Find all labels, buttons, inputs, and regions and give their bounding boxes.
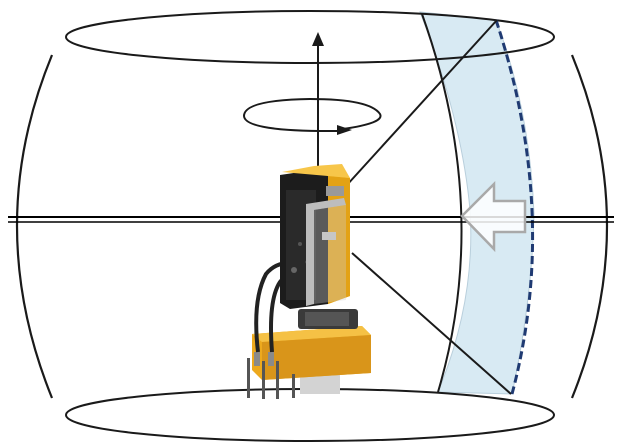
vertical-axis-arrowhead: [312, 32, 324, 46]
incoming-arrow-icon: [460, 180, 527, 253]
outer-left-arc: [15, 54, 54, 399]
outer-right-arc: [570, 54, 609, 399]
inner-right-arc: [421, 13, 463, 393]
fov-lower-ray: [351, 252, 512, 395]
rotation-arrow-icon: [242, 97, 382, 135]
fov-upper-ray: [345, 19, 498, 187]
top-ellipse: [65, 10, 555, 64]
bottom-ellipse: [65, 388, 555, 442]
scanner-device-icon: [247, 164, 371, 399]
dashed-right-arc: [494, 19, 535, 395]
